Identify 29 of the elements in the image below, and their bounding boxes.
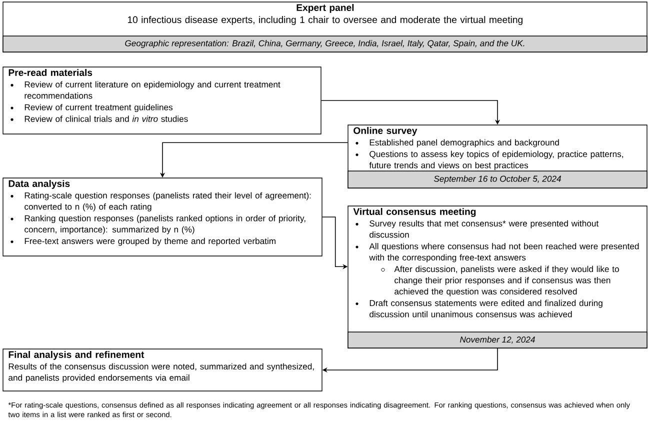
bullet-item: Review of current treatment guidelines (10, 104, 173, 112)
box-heading: Final analysis and refinement (8, 350, 144, 360)
process-box (2, 2, 648, 52)
bullet-item: Ranking question responses (panelists ranked options in order of priority, concern, importance): summarized by n (%) (10, 215, 306, 234)
process-box (2, 348, 322, 392)
box-text: Results of the consensus discussion were noted, summarized and synthesized, and panelists provided endorsements via email (8, 363, 314, 382)
bullet-item: Review of clinical trials and in vitro studies (10, 116, 188, 122)
bullet-item: All questions where consensus had not been reached were presented with the corresponding free-text answers (356, 243, 639, 262)
bullet-item: Review of current literature on epidemiology and current treatment recommendations (10, 81, 280, 99)
process-box (348, 124, 648, 188)
box-heading: Virtual consensus meeting (353, 208, 476, 217)
sub-bullet-item: After discussion, panelists were asked if they would like to change their prior responses and if consensus was then achieved the question was considered resolved (381, 266, 619, 296)
bullet-item: Established panel demographics and background (356, 139, 559, 148)
box-heading: Pre-read materials (8, 68, 92, 76)
bullet-item: Rating-scale question responses (panelists rated their level of agreement): converted to n (%) of each rating (10, 192, 311, 212)
box-heading: Data analysis (8, 180, 70, 189)
box-text: 10 infectious disease experts, including 1 chair to oversee and moderate the virtual meeting (128, 16, 522, 25)
process-box (2, 178, 322, 256)
bullet-item: Free-text answers were grouped by theme and reported verbatim (10, 238, 276, 246)
date-band: Geographic representation: Brazil, China, Germany, Greece, India, Israel, Italy, Qatar, Spain, and the UK. (2, 36, 648, 52)
bullet-item: Draft consensus statements were edited and finalized during discussion until unanimous consensus was achieved (356, 300, 602, 318)
date-band: November 12, 2024 (348, 332, 648, 348)
bullet-item: Questions to assess key topics of epidemiology, practice patterns, future trends and views on best practices (356, 150, 623, 170)
process-box (2, 66, 322, 134)
box-heading: Expert panel (296, 4, 354, 13)
box-heading: Online survey (354, 126, 418, 136)
bullet-item: Survey results that met consensus* were presented without discussion (356, 220, 599, 238)
date-band: September 16 to October 5, 2024 (348, 170, 648, 188)
process-box (348, 206, 648, 348)
